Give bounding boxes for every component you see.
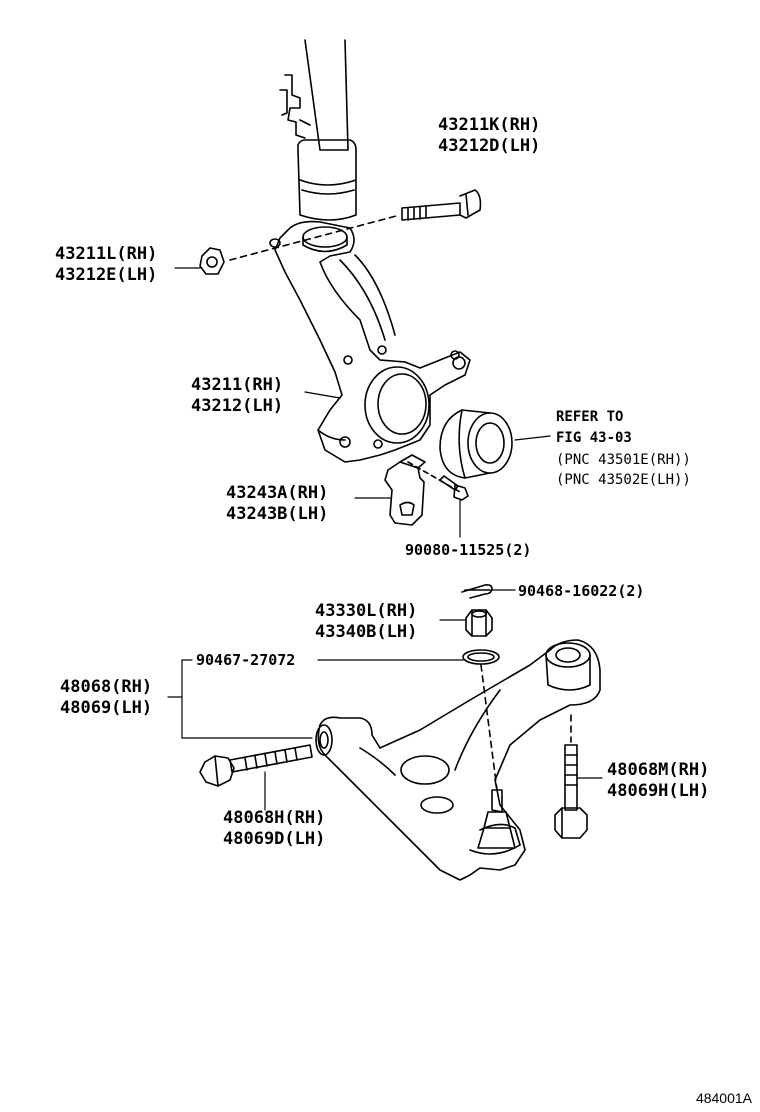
front-bolt xyxy=(199,744,313,787)
label-bolt-upper-lh: 43212D(LH) xyxy=(438,136,541,156)
label-nut-upper-lh: 43212E(LH) xyxy=(55,265,158,285)
upper-nut xyxy=(199,247,225,275)
hub-bearing xyxy=(439,409,513,479)
label-rear-bolt-lh: 48069H(LH) xyxy=(607,781,710,801)
cotter-pin xyxy=(461,584,493,599)
label-bracket-rh: 43243A(RH) xyxy=(226,483,329,503)
label-ring: 90467-27072 xyxy=(196,651,296,669)
label-nut-upper-rh: 43211L(RH) xyxy=(55,244,158,264)
o-ring-inner xyxy=(467,652,495,662)
label-lower-arm-rh: 48068(RH) xyxy=(60,677,153,697)
castle-nut xyxy=(465,609,493,637)
strut-assembly xyxy=(279,39,357,221)
leader-lines xyxy=(167,267,603,811)
label-castle-nut-lh: 43340B(LH) xyxy=(315,622,418,642)
upper-bolt-axis xyxy=(229,214,401,261)
o-ring xyxy=(462,649,500,665)
rear-bolt xyxy=(554,744,588,839)
label-cotter-pin: 90468-16022(2) xyxy=(518,582,645,600)
label-refer-to: REFER TO xyxy=(556,409,624,425)
label-castle-nut-rh: 43330L(RH) xyxy=(315,601,418,621)
label-bracket-lh: 43243B(LH) xyxy=(226,504,329,524)
label-refer-pnc-lh: (PNC 43502E(LH)) xyxy=(556,472,691,488)
label-refer-fig: FIG 43-03 xyxy=(556,430,632,446)
label-front-bolt-lh: 48069D(LH) xyxy=(223,829,326,849)
label-front-bolt-rh: 48068H(RH) xyxy=(223,808,326,828)
label-refer-pnc-rh: (PNC 43501E(RH)) xyxy=(556,452,691,468)
bracket-bolt xyxy=(439,475,469,501)
upper-bolt xyxy=(401,189,482,221)
steering-knuckle xyxy=(269,220,471,463)
label-bracket-bolt: 90080-11525(2) xyxy=(405,541,532,559)
label-lower-arm-lh: 48069(LH) xyxy=(60,698,153,718)
label-knuckle-lh: 43212(LH) xyxy=(191,396,284,416)
figure-code: 484001A xyxy=(695,1090,752,1106)
lower-control-arm xyxy=(315,639,601,881)
label-bolt-upper-rh: 43211K(RH) xyxy=(438,115,541,135)
ball-joint-axis xyxy=(480,664,498,791)
label-knuckle-rh: 43211(RH) xyxy=(191,375,284,395)
label-rear-bolt-rh: 48068M(RH) xyxy=(607,760,710,780)
bracket xyxy=(384,454,426,526)
ball-joint xyxy=(477,789,516,849)
